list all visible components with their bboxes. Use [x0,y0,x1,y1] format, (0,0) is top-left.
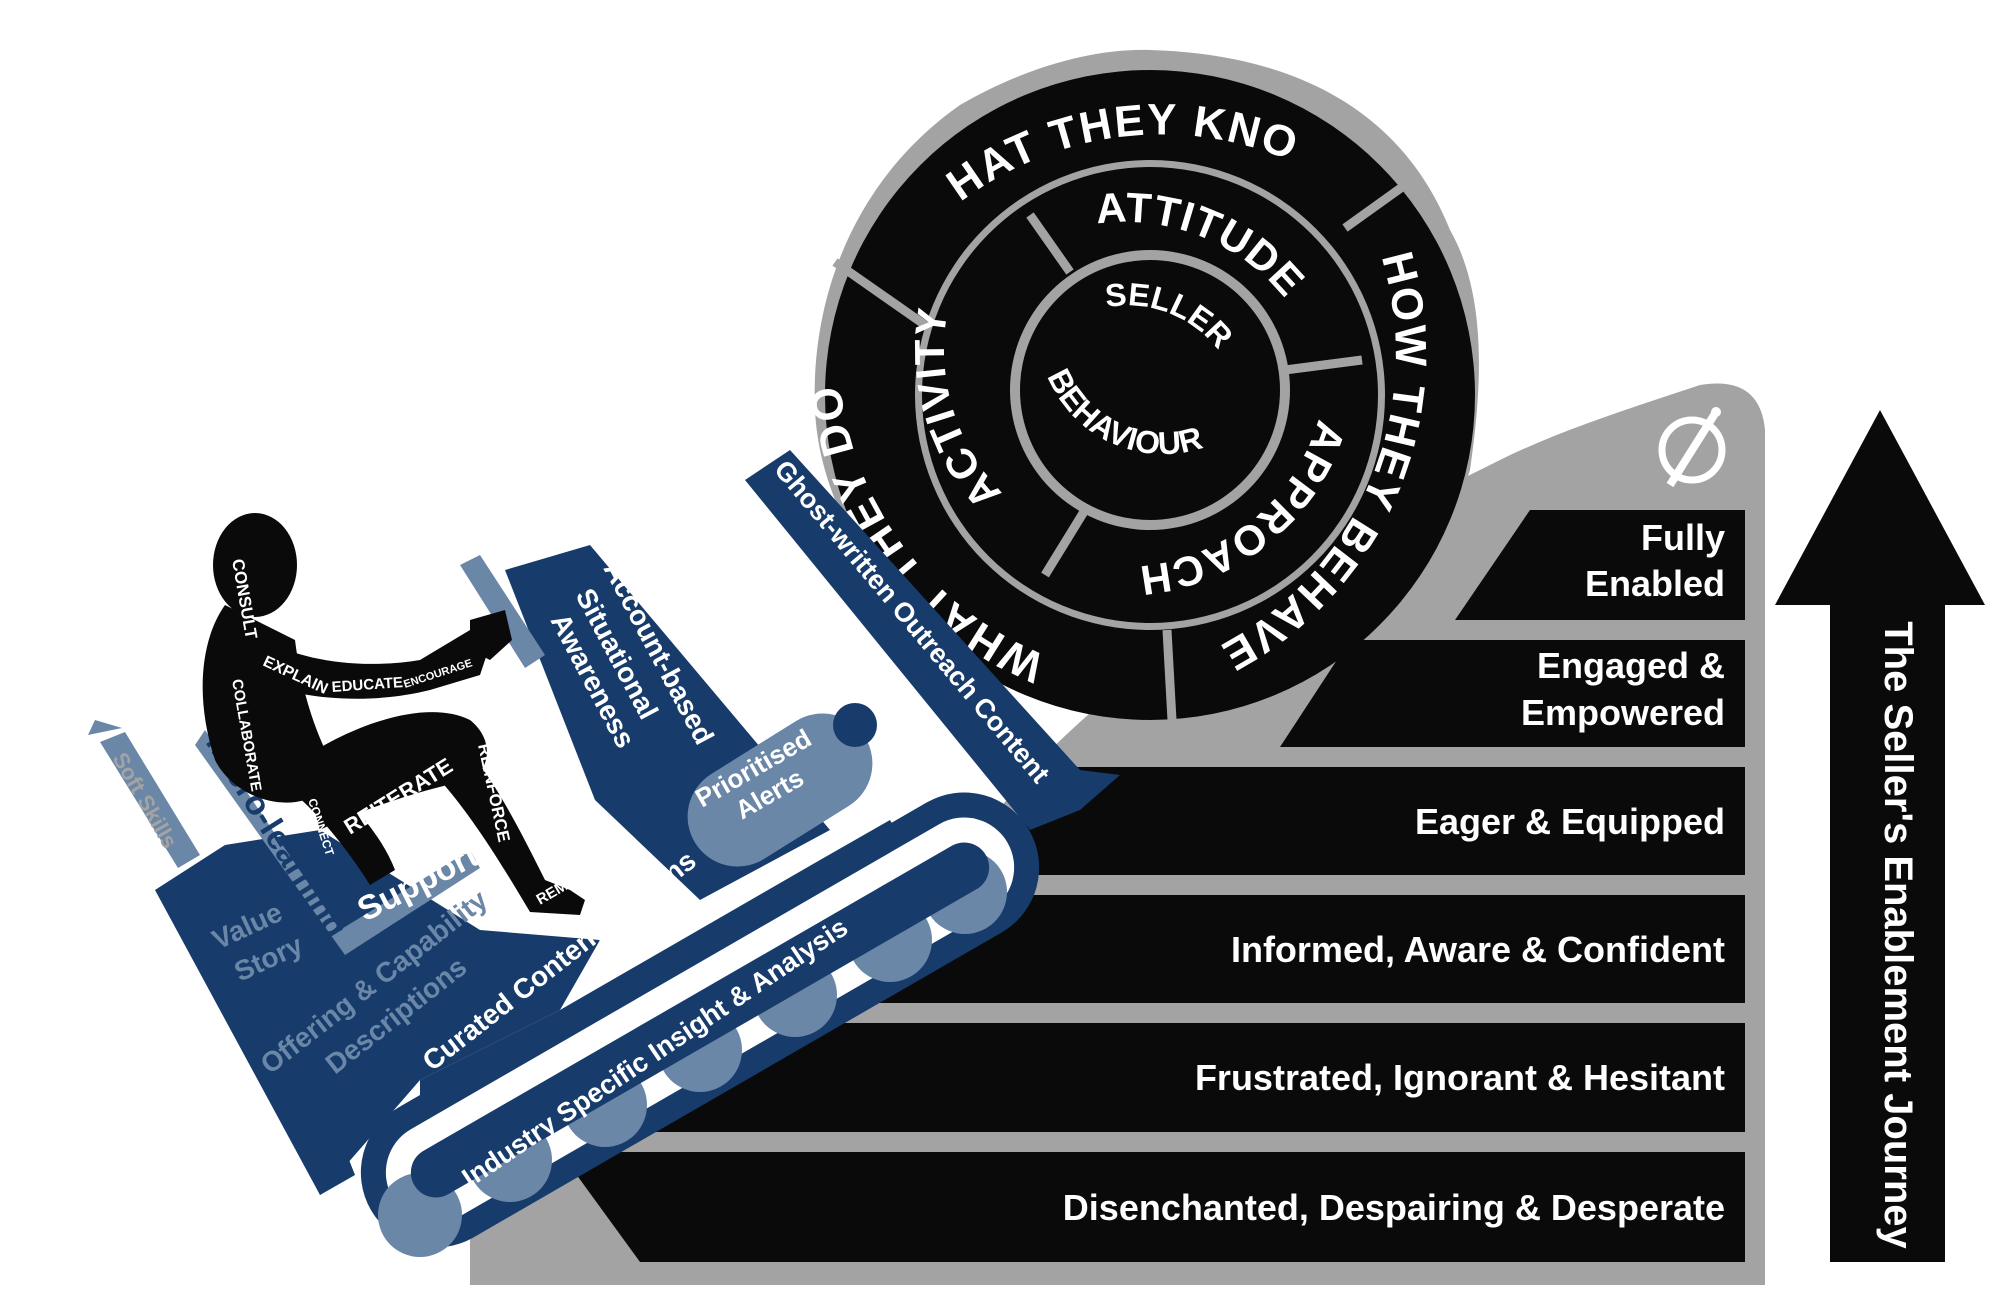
stage-label-4: Eager & Equipped [1415,801,1725,842]
figure-arm [255,630,490,699]
stage-label-6: Fully [1641,517,1725,558]
boulder-core [1020,260,1280,520]
word-educate: EDUCATE [331,674,403,696]
alerts-knob [833,703,877,747]
step-bg-2 [610,1023,1745,1132]
stage-label-5b: Empowered [1521,692,1725,733]
step-bg-5 [1280,640,1745,747]
soft-skills-post [100,732,200,868]
seat-frame [195,730,480,955]
prioritised-alerts-capsule [687,713,873,867]
label-soft-skills: Soft Skills [108,748,183,853]
conveyor-belt [410,842,990,1198]
boulder-dividers [832,181,1408,721]
journey-arrow-shape [1775,410,1985,1262]
brand-logo-icon [1658,407,1726,488]
journey-arrow: The Seller's Enablement Journey [1775,410,1985,1262]
stage-label-5: Engaged & [1537,645,1725,686]
offering-block [225,830,600,1195]
boulder: WHAT THEY KNOW HOW THEY BEHAVE WHAT THEY… [0,0,1479,721]
seated-figure [202,513,585,915]
figure-hand [470,610,512,660]
enablement-machine [88,450,1120,1257]
stage-label-1: Disenchanted, Despairing & Desperate [1063,1187,1725,1228]
soft-skills-hook [88,720,122,735]
stage-label-2: Frustrated, Ignorant & Hesitant [1195,1057,1725,1098]
stage-steps [560,510,1745,1262]
stage-label-3: Informed, Aware & Confident [1231,929,1725,970]
step-bg-1 [560,1152,1745,1262]
stage-label-6b: Enabled [1585,563,1725,604]
figure-shin [440,735,585,915]
figure-back-leg [290,760,395,885]
step-bg-4 [990,767,1745,875]
step-bg-3 [800,895,1745,1003]
figure-torso [202,605,330,803]
step-bg-6 [1455,510,1745,620]
figure-head [213,513,297,617]
stage-labels: Disenchanted, Despairing & Desperate Fru… [1063,517,1725,1228]
journey-arrow-label: The Seller's Enablement Journey [1876,621,1920,1249]
ghost-written-arm [745,450,1120,830]
